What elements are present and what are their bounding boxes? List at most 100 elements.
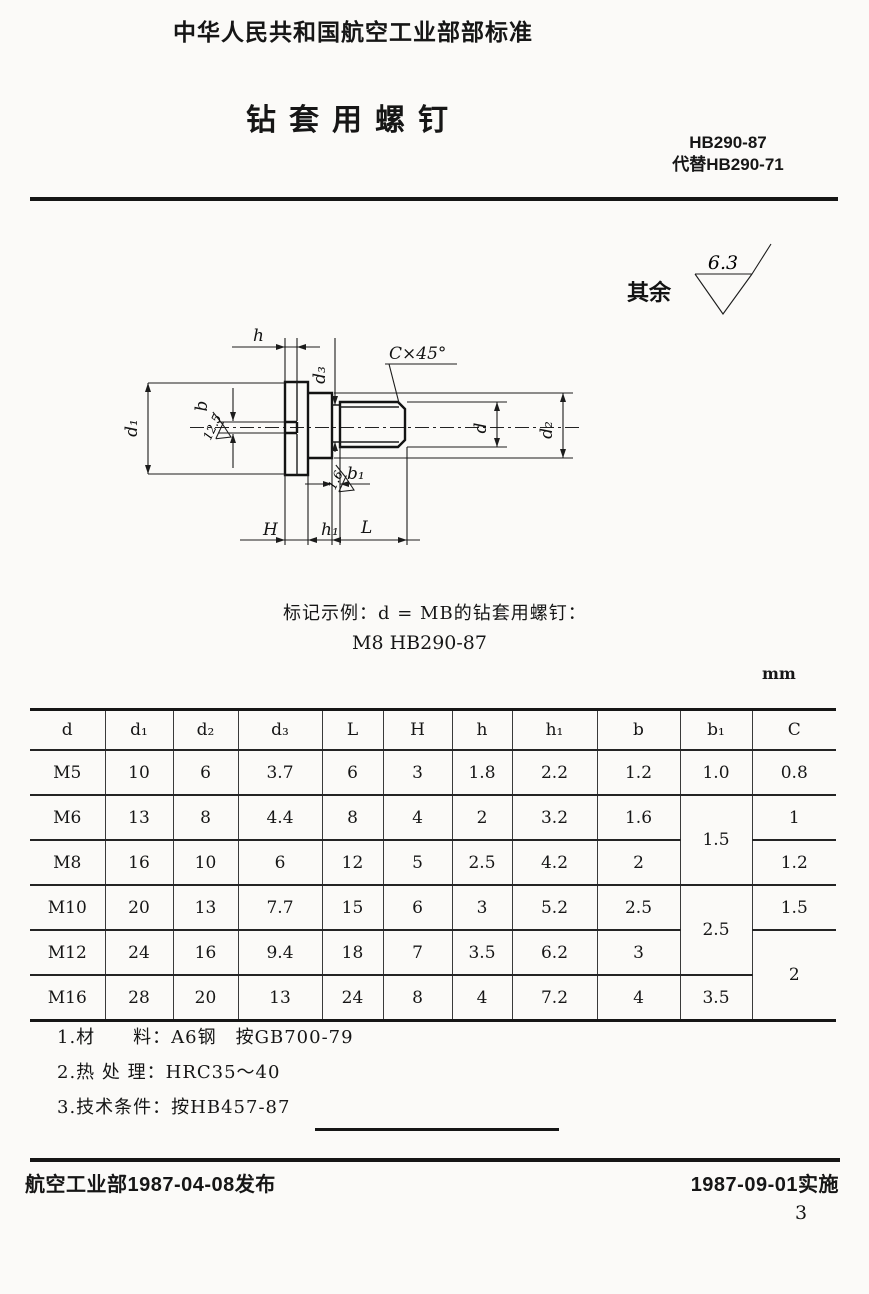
table-row: M6 13 8 4.4 8 4 2 3.2 1.6 1.5 1 [30, 794, 836, 885]
table-cell-merged: 2 [751, 929, 836, 1021]
table-cell: 8 [321, 794, 383, 840]
table-cell: 2.5 [596, 884, 680, 930]
standard-number-block: HB290-87 代替HB290-71 [660, 132, 796, 176]
table-cell: M16 [30, 974, 105, 1021]
table-row: M16 28 20 13 24 8 4 7.2 4 3.5 [30, 974, 836, 1021]
note-material: 1.材 料：A6钢 按GB700-79 [57, 1027, 354, 1048]
marking-example-line2: M8 HB290-87 [352, 632, 487, 654]
thread-root-lines [340, 406, 399, 443]
col-header-C: C [751, 709, 836, 750]
section-divider [315, 1128, 559, 1131]
notes-block: 1.材 料：A6钢 按GB700-79 2.热 处 理：HRC35～40 3.技… [57, 1020, 354, 1125]
table-cell: 20 [172, 974, 238, 1021]
table-cell: 4.2 [511, 839, 597, 885]
table-cell: 15 [321, 884, 383, 930]
col-header-d1: d₁ [104, 709, 173, 750]
table-cell: 0.8 [751, 749, 836, 795]
table-cell: 6 [321, 749, 383, 795]
note-technical-conditions: 3.技术条件：按HB457-87 [57, 1097, 291, 1118]
technical-drawing: 其余 6.3 h d₁ b 12.5 [122, 243, 772, 545]
standard-number: HB290-87 [689, 133, 767, 152]
table-cell: 8 [172, 794, 238, 840]
col-header-d3: d₃ [237, 709, 322, 750]
table-row: M5 10 6 3.7 6 3 1.8 2.2 1.2 1.0 0.8 [30, 749, 836, 795]
table-row: M12 24 16 9.4 18 7 3.5 6.2 3 2 [30, 929, 836, 1021]
table-cell: M8 [30, 839, 105, 885]
surface-note-prefix: 其余 [627, 280, 672, 305]
col-header-b1: b₁ [679, 709, 752, 750]
table-cell: 1.8 [451, 749, 512, 795]
table-cell: 2 [451, 794, 512, 840]
table-cell: 4 [596, 974, 680, 1021]
table-cell: 5 [382, 839, 452, 885]
table-cell: 2 [596, 839, 680, 885]
table-cell: 6.2 [511, 929, 597, 975]
table-cell: M5 [30, 749, 105, 795]
table-cell: 4 [451, 974, 512, 1021]
col-header-d2: d₂ [172, 709, 238, 750]
table-cell-merged: 1.5 [679, 794, 752, 885]
screw-slot [285, 420, 299, 435]
table-cell: 7 [382, 929, 452, 975]
dim-label-H: H [262, 520, 279, 540]
dim-label-h: h [253, 326, 264, 346]
table-cell: 6 [237, 839, 322, 885]
table-cell: 10 [104, 749, 173, 795]
table-cell: 13 [237, 974, 322, 1021]
table-cell: 12 [321, 839, 383, 885]
table-cell: 1.0 [679, 749, 752, 795]
table-unit-label: mm [762, 664, 796, 683]
table-cell: 4.4 [237, 794, 322, 840]
groove-outline [332, 404, 340, 443]
table-cell: 8 [382, 974, 452, 1021]
table-cell: M12 [30, 929, 105, 975]
table-cell: 1.2 [596, 749, 680, 795]
col-header-H: H [382, 709, 452, 750]
page-number: 3 [795, 1202, 808, 1224]
table-cell: 3 [451, 884, 512, 930]
dim-label-b: b [192, 401, 212, 412]
table-cell: 10 [172, 839, 238, 885]
table-row: M8 16 10 6 12 5 2.5 4.2 2 1.2 [30, 839, 836, 885]
table-cell: 2.5 [451, 839, 512, 885]
surface-note-value: 6.3 [708, 252, 738, 274]
dim-label-d1: d₁ [122, 419, 142, 437]
table-cell: 9.4 [237, 929, 322, 975]
table-cell: 7.7 [237, 884, 322, 930]
table-cell: 2.2 [511, 749, 597, 795]
document-title: 钻套用螺钉 [246, 104, 461, 137]
dim-label-d: d [471, 422, 491, 433]
replaced-standard: 代替HB290-71 [672, 155, 784, 174]
table-cell: 3.2 [511, 794, 597, 840]
table-cell: 24 [321, 974, 383, 1021]
table-cell: 1.6 [596, 794, 680, 840]
table-cell: 3 [382, 749, 452, 795]
table-cell: 4 [382, 794, 452, 840]
dim-label-h1: h₁ [321, 520, 339, 540]
table-cell: 3.5 [451, 929, 512, 975]
roughness-icon [694, 243, 772, 315]
table-cell: 5.2 [511, 884, 597, 930]
table-cell: M10 [30, 884, 105, 930]
table-row: M10 20 13 7.7 15 6 3 5.2 2.5 2.5 1.5 [30, 884, 836, 975]
table-cell: 6 [382, 884, 452, 930]
issued-by-text: 航空工业部1987-04-08发布 [25, 1174, 276, 1196]
col-header-b: b [596, 709, 680, 750]
table-cell: 3 [596, 929, 680, 975]
col-header-h: h [451, 709, 512, 750]
table-cell: 16 [172, 929, 238, 975]
table-cell: 7.2 [511, 974, 597, 1021]
table-header-row: d d₁ d₂ d₃ L H h h₁ b b₁ C [30, 709, 836, 750]
col-header-L: L [321, 709, 383, 750]
col-header-d: d [61, 720, 73, 740]
table-cell: 18 [321, 929, 383, 975]
standard-org-title: 中华人民共和国航空工业部部标准 [173, 19, 533, 45]
table-cell: 1 [751, 794, 836, 840]
footer-rule [30, 1158, 840, 1162]
dim-label-d2: d₂ [537, 421, 557, 439]
dim-label-b1: b₁ [347, 464, 365, 484]
dim-label-L: L [360, 518, 372, 538]
col-header-h1: h₁ [511, 709, 597, 750]
dimension-table: d d₁ d₂ d₃ L H h h₁ b b₁ C M5 10 6 3.7 6… [30, 708, 836, 1022]
dim-label-d3: d₃ [310, 366, 330, 384]
